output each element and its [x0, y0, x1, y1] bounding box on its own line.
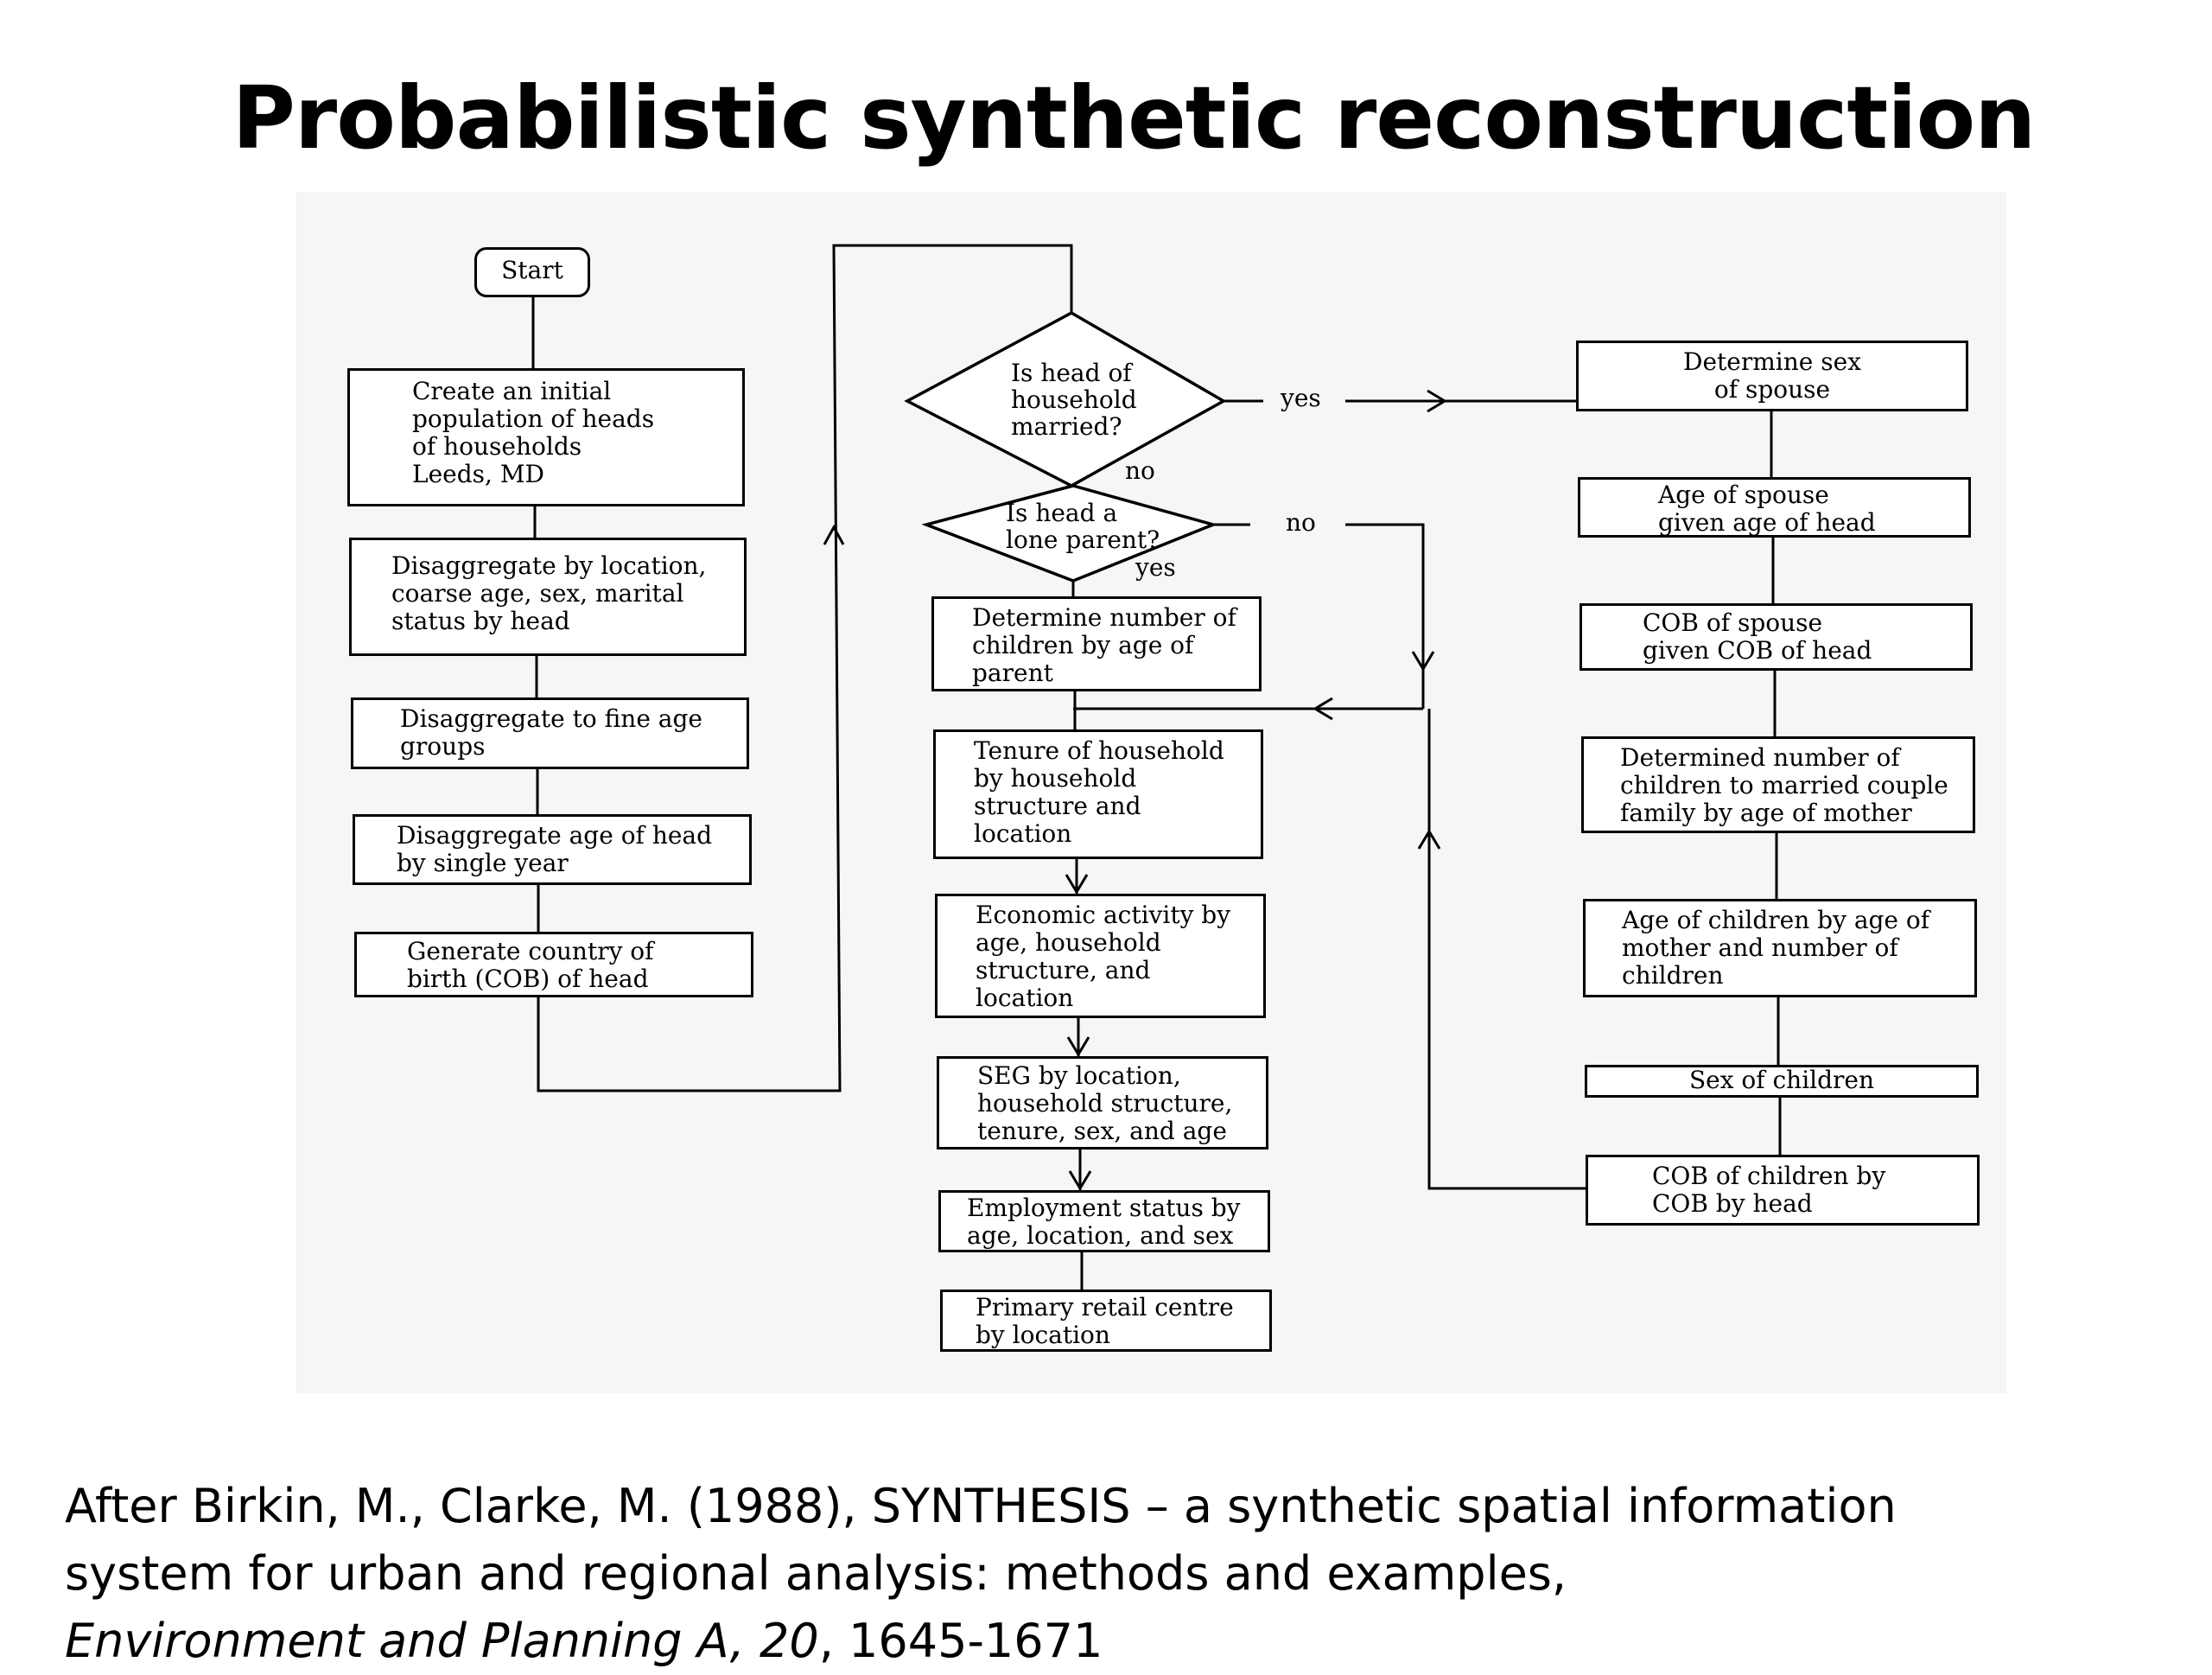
middle-box-seg: SEG by location, household structure, te…: [937, 1056, 1268, 1150]
citation-line-2: system for urban and regional analysis: …: [65, 1546, 1567, 1601]
start-terminal: Start: [474, 247, 590, 297]
connector-right-return: [1427, 709, 1586, 1190]
arrowhead-left-merge: [1313, 697, 1333, 721]
connector-left-to-married-decision: [537, 244, 1073, 1092]
arrowhead-up-right-return: [1417, 829, 1441, 850]
arrowhead-right-yes: [1427, 389, 1447, 413]
right-box-sex-of-spouse: Determine sex of spouse: [1576, 341, 1968, 411]
arrowhead-down-seg: [1066, 1036, 1090, 1057]
edge-label-married-yes: yes: [1281, 384, 1321, 412]
flowchart-figure: Start Create an initial population of he…: [296, 192, 2006, 1393]
left-box-disaggregate-single-year: Disaggregate age of head by single year: [353, 814, 752, 885]
edge-label-lone-yes: yes: [1135, 553, 1176, 582]
middle-box-tenure: Tenure of household by household structu…: [933, 729, 1263, 859]
right-box-children-married-couple: Determined number of children to married…: [1581, 736, 1975, 833]
right-box-age-of-children: Age of children by age of mother and num…: [1583, 899, 1977, 997]
right-box-age-of-spouse: Age of spouse given age of head: [1578, 477, 1971, 538]
edge-label-lone-no: no: [1286, 508, 1316, 537]
edge-label-married-no: no: [1125, 456, 1155, 485]
citation-line-3: Environment and Planning A, 20, 1645-167…: [65, 1608, 2156, 1675]
middle-box-primary-retail: Primary retail centre by location: [940, 1290, 1272, 1352]
arrowhead-down-econ: [1065, 874, 1089, 895]
arrowhead-down-employment: [1068, 1170, 1092, 1191]
middle-box-economic-activity: Economic activity by age, household stru…: [935, 894, 1266, 1018]
right-box-sex-of-children: Sex of children: [1585, 1065, 1979, 1098]
middle-box-employment-status: Employment status by age, location, and …: [938, 1190, 1270, 1252]
decision-married-text: Is head of household married?: [1011, 359, 1137, 441]
flowchart-connectors: [531, 244, 1782, 1290]
middle-box-children-number: Determine number of children by age of p…: [931, 596, 1262, 691]
citation-line-1: After Birkin, M., Clarke, M. (1988), SYN…: [65, 1479, 1897, 1533]
arrowhead-down-lone-no: [1411, 651, 1435, 672]
arrowhead-up-left-loop: [823, 524, 845, 545]
left-box-disaggregate-fine-age: Disaggregate to fine age groups: [351, 697, 749, 769]
left-box-create-initial-population: Create an initial population of heads of…: [347, 368, 745, 506]
right-box-cob-of-spouse: COB of spouse given COB of head: [1580, 603, 1973, 671]
citation: After Birkin, M., Clarke, M. (1988), SYN…: [65, 1473, 2156, 1675]
left-box-generate-cob: Generate country of birth (COB) of head: [354, 932, 753, 997]
connector-lone-no-b: [1345, 523, 1425, 709]
citation-pages: , 1645-1671: [818, 1614, 1103, 1668]
left-box-disaggregate-location: Disaggregate by location, coarse age, se…: [349, 538, 747, 656]
citation-journal: Environment and Planning A, 20: [65, 1614, 819, 1668]
right-box-cob-of-children: COB of children by COB by head: [1586, 1155, 1980, 1226]
slide-title: Probabilistic synthetic reconstruction: [232, 67, 2037, 169]
decision-lone-parent-text: Is head a lone parent?: [1006, 499, 1160, 554]
